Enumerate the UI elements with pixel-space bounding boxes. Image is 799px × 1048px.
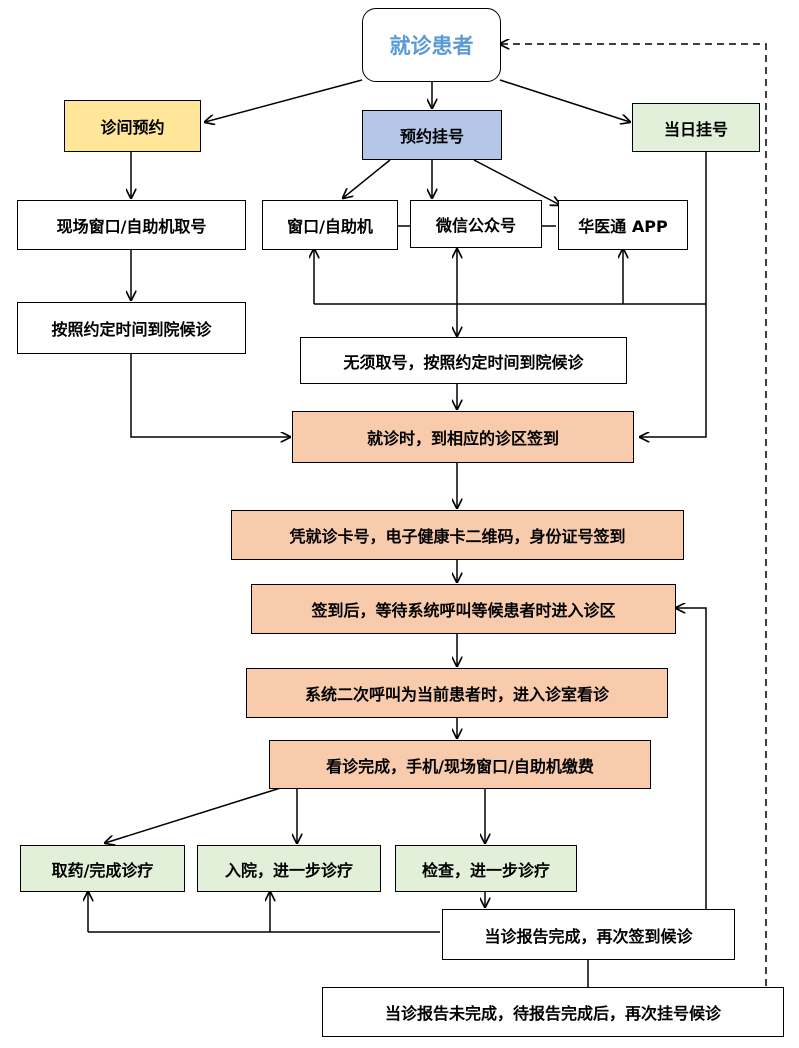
dashed-return-to-start [500, 44, 767, 986]
no-number-needed-node: 无须取号，按照约定时间到院候诊 [300, 337, 627, 384]
get-number-node: 现场窗口/自助机取号 [17, 200, 246, 250]
arrow-start-to-same-day [499, 79, 630, 122]
arrow-scheduled-to-app [473, 159, 560, 205]
outcome-examination-node: 检查，进一步诊疗 [395, 845, 577, 892]
arrow-arrive-to-checkin [130, 354, 290, 437]
report-done-node: 当诊报告完成，再次签到候诊 [442, 909, 735, 960]
channel-app-node: 华医通 APP [558, 200, 688, 250]
arrow-report-done-to-wait [676, 608, 707, 910]
check-in-area-node: 就诊时，到相应的诊区签到 [292, 411, 634, 463]
channel-window-kiosk-node: 窗口/自助机 [262, 200, 398, 250]
payment-node: 看诊完成，手机/现场窗口/自助机缴费 [269, 740, 651, 789]
arrow-scheduled-to-window [343, 159, 391, 198]
check-in-method-node: 凭就诊卡号，电子健康卡二维码，身份证号签到 [231, 510, 684, 560]
scheduled-registration-node: 预约挂号 [362, 110, 502, 160]
same-day-registration-node: 当日挂号 [632, 103, 760, 152]
outcome-pharmacy-node: 取药/完成诊疗 [20, 845, 185, 892]
arrive-on-time-node: 按照约定时间到院候诊 [17, 302, 246, 354]
arrow-same-day-to-checkin [640, 152, 707, 437]
arrow-start-to-clinic-booking [205, 79, 363, 122]
channel-wechat-node: 微信公众号 [410, 200, 542, 248]
report-pending-node: 当诊报告未完成，待报告完成后，再次挂号候诊 [322, 987, 784, 1037]
enter-room-node: 系统二次呼叫为当前患者时，进入诊室看诊 [246, 668, 668, 718]
outcome-admission-node: 入院，进一步诊疗 [197, 845, 381, 892]
wait-for-call-node: 签到后，等待系统呼叫等候患者时进入诊区 [251, 584, 676, 634]
start-node-patient: 就诊患者 [362, 8, 501, 82]
clinic-booking-node: 诊间预约 [64, 100, 201, 152]
arrow-payment-to-pharmacy [105, 784, 291, 843]
